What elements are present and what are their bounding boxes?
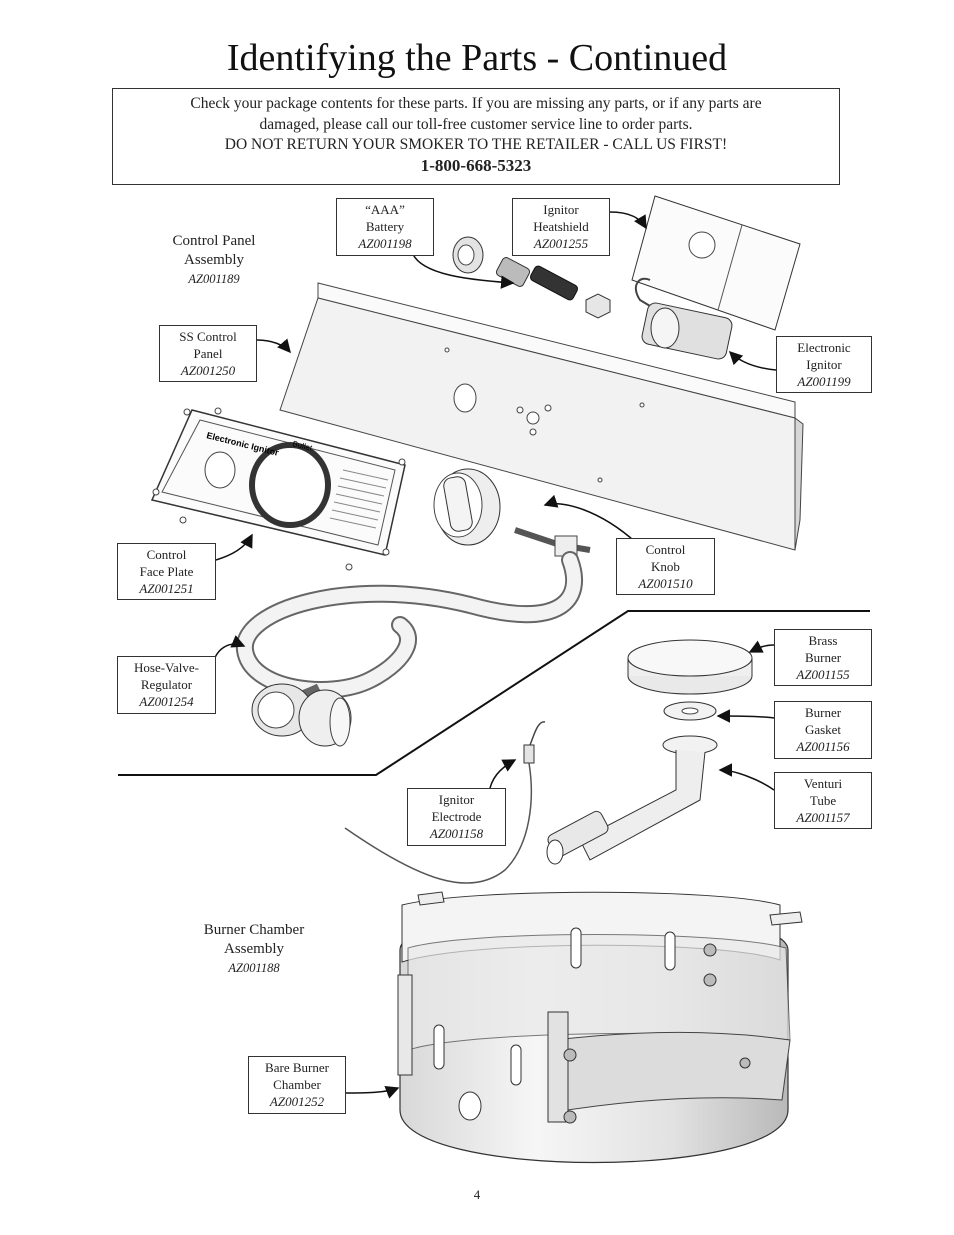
- part-number: AZ001255: [533, 236, 589, 251]
- label-bare-burner-chamber: Bare Burner Chamber AZ001252: [248, 1056, 346, 1114]
- label-line: Ignitor: [806, 357, 842, 372]
- part-number: AZ001250: [180, 363, 236, 378]
- label-line: Electrode: [431, 809, 482, 824]
- phone-number: 1-800-668-5323: [420, 155, 532, 175]
- label-electronic-ignitor: Electronic Ignitor AZ001199: [776, 336, 872, 393]
- label-line: Chamber: [273, 1077, 321, 1092]
- notice-line: Check your package contents for these pa…: [190, 95, 762, 112]
- part-number: AZ001189: [188, 272, 240, 286]
- label-line: Bare Burner: [265, 1060, 329, 1075]
- caption-line: Assembly: [224, 941, 284, 957]
- label-line: Burner: [804, 705, 842, 720]
- part-number: AZ001158: [429, 826, 484, 841]
- battery-drawing: [452, 236, 611, 319]
- ignitor-heatshield-drawing: [631, 195, 801, 331]
- label-line: Venturi: [803, 776, 843, 791]
- label-burner-gasket: Burner Gasket AZ001156: [774, 701, 872, 759]
- section-divider: [118, 610, 870, 776]
- ignitor-electrode-drawing: [344, 721, 546, 884]
- part-number: AZ001188: [228, 961, 280, 975]
- label-brass-burner: Brass Burner AZ001155: [774, 629, 872, 686]
- part-number: AZ001199: [797, 374, 851, 389]
- part-number: AZ001252: [269, 1094, 325, 1109]
- label-line: SS Control: [179, 329, 237, 344]
- ss-control-panel-drawing: [279, 282, 804, 551]
- caption-line: Burner Chamber: [203, 922, 305, 938]
- label-line: Tube: [809, 793, 837, 808]
- part-number: AZ001155: [796, 667, 850, 682]
- label-ignitor-heatshield: Ignitor Heatshield AZ001255: [512, 198, 610, 256]
- caption-line: Assembly: [184, 252, 244, 268]
- label-line: Panel: [193, 346, 223, 361]
- part-number: AZ001251: [139, 581, 194, 596]
- venturi-tube-drawing: [546, 735, 718, 865]
- notice-warning: DO NOT RETURN YOUR SMOKER TO THE RETAILE…: [224, 136, 728, 153]
- part-number: AZ001156: [796, 739, 850, 754]
- label-line: Hose-Valve-: [134, 660, 199, 675]
- label-line: Brass: [808, 633, 838, 648]
- label-battery: “AAA” Battery AZ001198: [336, 198, 434, 256]
- page-title: Identifying the Parts - Continued: [226, 37, 728, 79]
- label-line: Regulator: [140, 677, 193, 692]
- part-number: AZ001198: [358, 236, 412, 251]
- label-line: Battery: [365, 219, 405, 234]
- part-number: AZ001254: [139, 694, 194, 709]
- label-line: Burner: [804, 650, 842, 665]
- label-ignitor-electrode: Ignitor Electrode AZ001158: [407, 788, 506, 846]
- label-line: Electronic: [797, 340, 851, 355]
- control-face-plate-drawing: Electronic Ignitor Bullet: [150, 407, 406, 571]
- part-number: AZ001510: [638, 576, 693, 591]
- label-control-face-plate: Control Face Plate AZ001251: [117, 543, 216, 600]
- label-line: Ignitor: [438, 792, 475, 807]
- label-line: Gasket: [804, 722, 842, 737]
- caption-line: Control Panel: [172, 233, 256, 249]
- control-knob-drawing: [433, 468, 501, 546]
- burner-chamber-assembly-caption: Burner Chamber Assembly AZ001188: [190, 921, 318, 978]
- label-line: “AAA”: [365, 202, 405, 217]
- electronic-ignitor-drawing: [634, 277, 733, 360]
- notice-box: Check your package contents for these pa…: [112, 88, 840, 185]
- label-line: Face Plate: [139, 564, 194, 579]
- control-panel-assembly-caption: Control Panel Assembly AZ001189: [152, 232, 276, 289]
- part-number: AZ001157: [796, 810, 850, 825]
- burner-chamber-drawing: [397, 891, 803, 1164]
- label-line: Control: [645, 542, 686, 557]
- burner-gasket-drawing: [663, 701, 717, 721]
- label-line: Heatshield: [533, 219, 589, 234]
- label-ss-control-panel: SS Control Panel AZ001250: [159, 325, 257, 382]
- brass-burner-drawing: [627, 639, 753, 695]
- notice-line: damaged, please call our toll-free custo…: [259, 115, 693, 133]
- label-line: Control: [146, 547, 187, 562]
- page-number: 4: [473, 1187, 481, 1202]
- label-venturi-tube: Venturi Tube AZ001157: [774, 772, 872, 829]
- label-hose-valve-regulator: Hose-Valve- Regulator AZ001254: [117, 656, 216, 714]
- label-control-knob: Control Knob AZ001510: [616, 538, 715, 595]
- label-line: Ignitor: [543, 202, 579, 217]
- hose-valve-regulator-drawing: [235, 527, 591, 747]
- label-line: Knob: [651, 559, 680, 574]
